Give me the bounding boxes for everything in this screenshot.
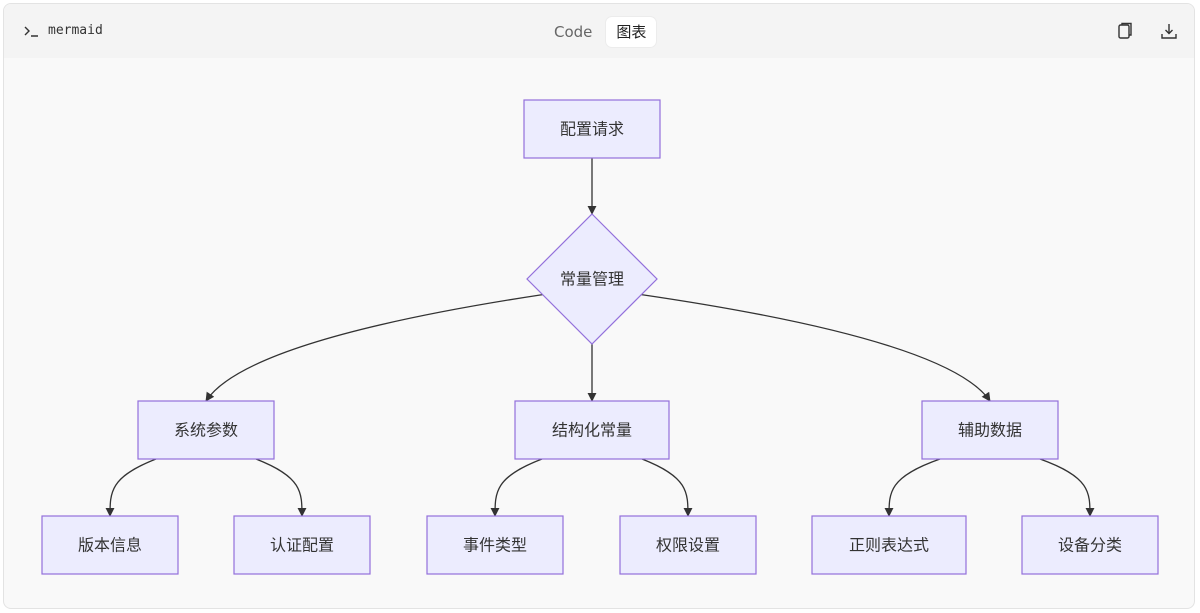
node-H: 事件类型 xyxy=(426,515,564,575)
node-E: 辅助数据 xyxy=(921,400,1059,460)
edges-layer xyxy=(105,158,1095,517)
node-label-F: 版本信息 xyxy=(78,536,142,555)
language-name: mermaid xyxy=(48,23,103,38)
terminal-icon xyxy=(24,26,38,37)
node-shape-C xyxy=(137,400,275,460)
tab-chart[interactable]: 图表 xyxy=(606,17,657,47)
edge-D-I xyxy=(641,458,693,517)
node-B: 常量管理 xyxy=(526,213,658,345)
edge-E-K xyxy=(1039,458,1095,517)
node-label-H: 事件类型 xyxy=(463,536,527,555)
download-icon xyxy=(1161,24,1177,39)
node-A: 配置请求 xyxy=(523,99,661,159)
diagram-canvas: 配置请求常量管理系统参数 结构化常量 辅助数据版本信息 认证配置 事件类型 权限设置 正则表… xyxy=(4,58,1194,608)
node-label-E: 辅助数据 xyxy=(958,421,1022,440)
panel-header: mermaid Code 图表 xyxy=(4,4,1194,58)
node-shape-K xyxy=(1021,515,1159,575)
edge-B-E xyxy=(641,293,991,402)
node-shape-J xyxy=(811,515,967,575)
copy-icon xyxy=(1118,22,1132,39)
tab-code[interactable]: Code xyxy=(554,23,593,41)
node-label-C: 系统参数 xyxy=(174,421,238,440)
language-label: mermaid xyxy=(24,23,103,38)
node-G: 认证配置 xyxy=(233,515,371,575)
node-label-A: 配置请求 xyxy=(560,120,624,139)
edge-C-F xyxy=(105,458,157,517)
node-shape-B xyxy=(526,213,658,345)
node-label-J: 正则表达式 xyxy=(849,536,929,555)
node-D: 结构化常量 xyxy=(514,400,670,460)
download-button[interactable] xyxy=(1158,20,1180,42)
node-J: 正则表达式 xyxy=(811,515,967,575)
edge-B-C xyxy=(205,293,543,402)
edge-C-G xyxy=(255,458,307,517)
node-F: 版本信息 xyxy=(41,515,179,575)
node-label-G: 认证配置 xyxy=(270,536,334,555)
node-label-D: 结构化常量 xyxy=(552,421,632,440)
view-toggle: Code 图表 xyxy=(544,17,657,47)
node-C: 系统参数 xyxy=(137,400,275,460)
node-label-I: 权限设置 xyxy=(656,536,720,555)
copy-button[interactable] xyxy=(1114,20,1136,42)
edge-D-H xyxy=(490,458,543,517)
node-K: 设备分类 xyxy=(1021,515,1159,575)
node-label-B: 常量管理 xyxy=(560,270,624,289)
node-shape-F xyxy=(41,515,179,575)
node-label-K: 设备分类 xyxy=(1058,536,1122,555)
edge-E-J xyxy=(884,458,941,517)
node-shape-G xyxy=(233,515,371,575)
node-shape-E xyxy=(921,400,1059,460)
node-shape-I xyxy=(619,515,757,575)
node-shape-A xyxy=(523,99,661,159)
node-I: 权限设置 xyxy=(619,515,757,575)
diagram-panel: mermaid Code 图表 配置请求常量管理系统参数 结构化常量 辅助数据版本信… xyxy=(3,3,1195,609)
node-shape-H xyxy=(426,515,564,575)
node-shape-D xyxy=(514,400,670,460)
